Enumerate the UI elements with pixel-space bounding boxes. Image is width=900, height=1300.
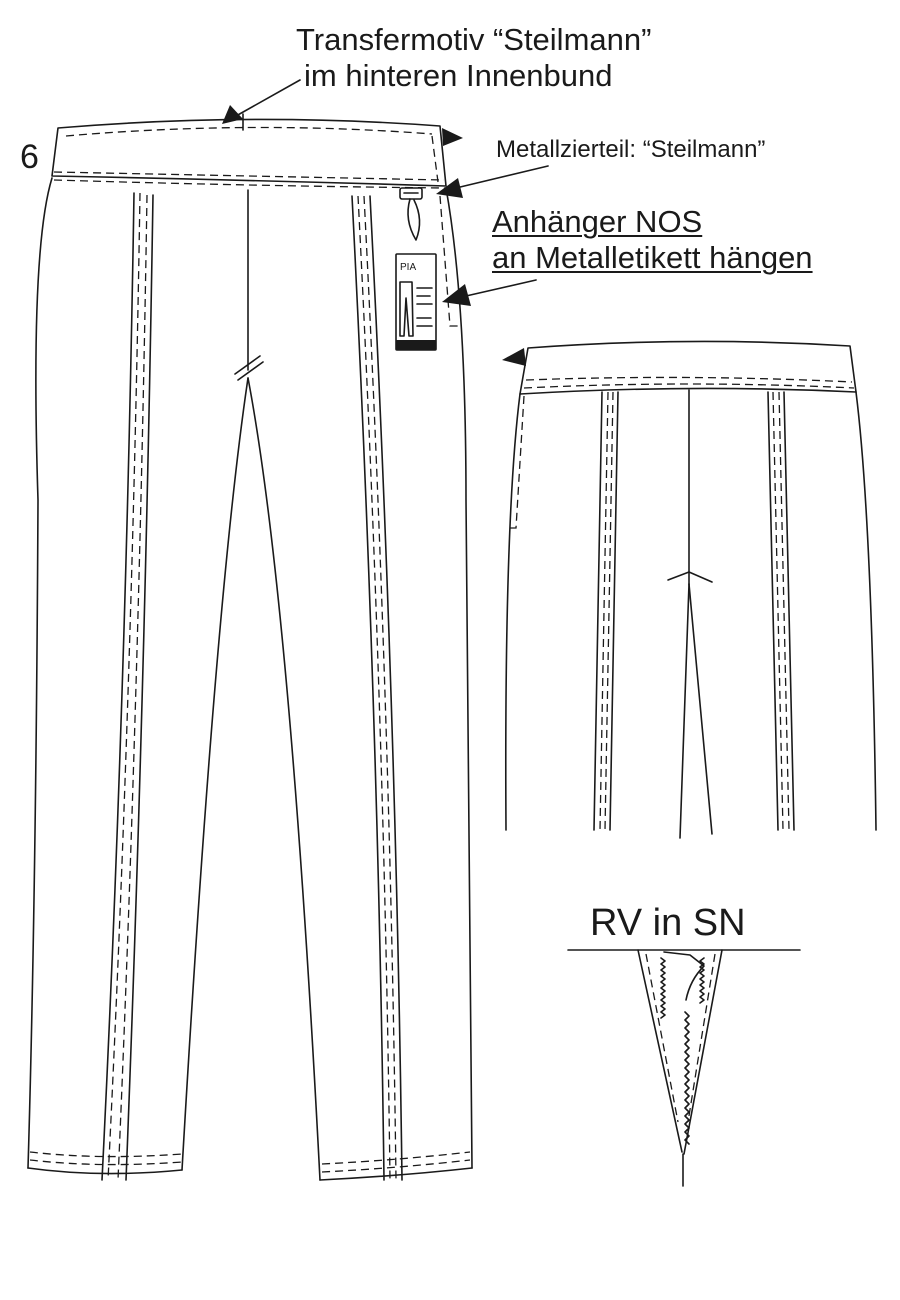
- metal-part-leader-line: [455, 165, 549, 189]
- zipper-teeth-center: [684, 1011, 690, 1145]
- transfer-leader-line: [235, 79, 301, 117]
- hangtag-label-line1: Anhänger NOS: [492, 204, 703, 239]
- zipper-left-stitch: [645, 953, 679, 1123]
- waistband-corner-arrowhead: [442, 128, 463, 146]
- hangtag-label-line2: an Metalletikett hängen: [492, 240, 813, 275]
- hangtag: PIA: [395, 253, 437, 351]
- right-panel-stitch-1: [357, 195, 391, 1181]
- transfer-motif-label-line1: Transfermotiv “Steilmann”: [296, 22, 652, 57]
- back-waistband-stitch-2: [523, 383, 855, 389]
- front-waistband: [51, 118, 447, 187]
- left-outseam: [27, 177, 53, 1169]
- back-left-panel-stitch-2: [604, 391, 614, 831]
- zipper-right-stitch: [687, 953, 716, 1123]
- waistband-bottom-stitch-1: [53, 171, 445, 181]
- metal-ornament-plate: [399, 187, 423, 200]
- back-side-pocket-stitch: [508, 395, 525, 529]
- hangtag-mini-trouser: [399, 281, 414, 337]
- crotch-mark-2: [237, 361, 264, 381]
- hangtag-arrowhead: [442, 284, 471, 306]
- back-right-panel-seam: [767, 391, 779, 831]
- zipper-detail-label: RV in SN: [590, 902, 746, 944]
- hangtag-footer-band: [396, 340, 436, 350]
- left-hem: [27, 1167, 183, 1175]
- hangtag-brand: PIA: [400, 262, 416, 273]
- back-left-inseam: [679, 583, 690, 839]
- callout-leaders: [222, 79, 549, 366]
- transfer-arrowhead: [222, 105, 243, 124]
- right-hem-stitch-2: [321, 1159, 471, 1173]
- left-panel-seam: [101, 192, 135, 1181]
- back-waistband-stitch-1: [525, 376, 853, 383]
- hangtag-leader-line: [465, 279, 537, 297]
- right-outseam: [445, 187, 473, 1169]
- right-panel-seam-outer: [369, 195, 403, 1181]
- metal-part-arrowhead: [436, 178, 463, 198]
- page-number: 6: [20, 138, 39, 176]
- back-right-outseam: [855, 391, 877, 831]
- waistband-top-stitch: [65, 126, 433, 137]
- back-left-panel-stitch: [599, 391, 609, 831]
- back-left-panel-seam-outer: [609, 391, 619, 831]
- waistband-side-stitch: [431, 135, 439, 183]
- back-waistband-corner-arrowhead: [502, 348, 526, 366]
- right-hem: [319, 1167, 473, 1181]
- metal-part-label: Metallzierteil: “Steilmann”: [496, 136, 766, 163]
- back-right-inseam: [688, 583, 713, 835]
- right-hem-stitch-1: [321, 1151, 471, 1165]
- back-left-panel-seam: [593, 391, 603, 831]
- back-left-outseam: [504, 393, 521, 831]
- right-inseam: [247, 377, 321, 1181]
- back-right-panel-stitch: [772, 391, 784, 831]
- right-panel-seam: [351, 195, 385, 1181]
- front-trousers-view: PIA: [27, 113, 473, 1181]
- zipper-teeth-left: [660, 957, 666, 1019]
- zipper-teeth-right: [699, 957, 705, 1004]
- left-inseam: [181, 377, 249, 1171]
- transfer-motif-label-line2: im hinteren Innenbund: [304, 58, 613, 93]
- side-pocket-stitch: [439, 195, 460, 327]
- back-crotch-mark: [667, 571, 713, 583]
- zipper-pull: [663, 951, 705, 1001]
- back-trousers-view: [504, 340, 877, 839]
- back-right-panel-stitch-2: [778, 391, 790, 831]
- zipper-detail: [567, 949, 801, 1187]
- left-hem-stitch-1: [29, 1151, 183, 1158]
- back-right-panel-seam-outer: [783, 391, 795, 831]
- right-panel-stitch-2: [363, 195, 397, 1181]
- hangtag-string: [407, 198, 421, 241]
- left-hem-stitch-2: [29, 1159, 183, 1166]
- zipper-left-seam: [637, 949, 683, 1153]
- waistband-bottom-stitch-2: [53, 179, 447, 189]
- crotch-mark-1: [234, 355, 261, 375]
- left-panel-seam-outer: [125, 194, 154, 1181]
- left-panel-stitch-1: [107, 192, 141, 1181]
- left-panel-stitch-2: [117, 194, 148, 1181]
- zipper-right-seam: [683, 949, 723, 1155]
- metal-ornament: [399, 187, 423, 241]
